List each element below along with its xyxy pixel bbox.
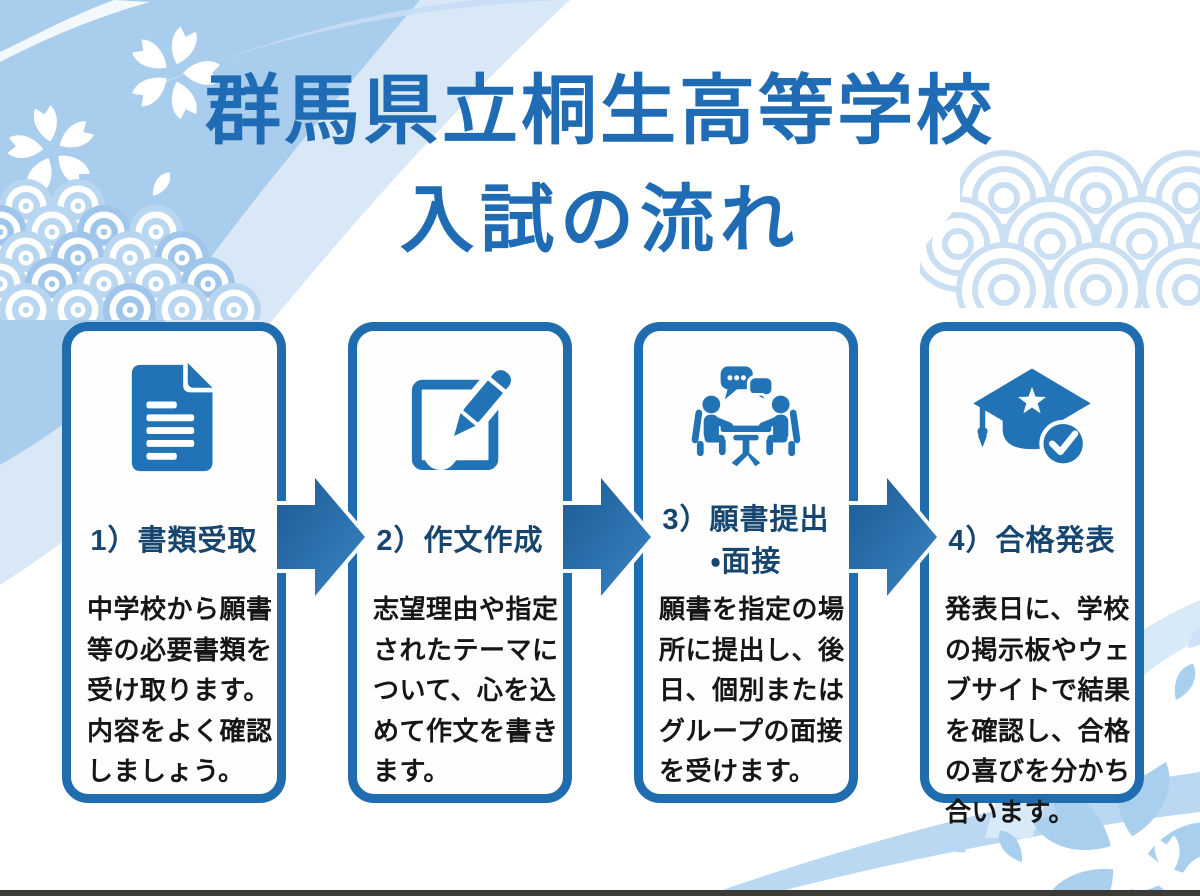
step-description: 中学校から願書等の必要書類を受け取ります。内容をよく確認しましょう。 xyxy=(87,594,273,786)
flow-arrow-icon xyxy=(563,478,651,596)
pencil-compose-icon xyxy=(357,357,563,479)
bottom-edge xyxy=(0,890,1200,896)
step-description: 発表日に、学校の掲示板やウェブサイトで結果を確認し、合格の喜びを分かち合います。 xyxy=(945,594,1131,827)
document-icon xyxy=(71,357,277,479)
page-title: 群馬県立桐生高等学校 入試の流れ xyxy=(0,58,1200,274)
graduation-cap-check-icon xyxy=(929,357,1135,479)
step-description: 志望理由や指定されたテーマについて、心を込めて作文を書きます。 xyxy=(373,594,559,786)
step-card: 2）作文作成 志望理由や指定されたテーマについて、心を込めて作文を書きます。 xyxy=(348,322,572,803)
step-title: 2）作文作成 xyxy=(376,525,544,557)
flow-arrow-icon xyxy=(849,478,937,596)
step-card: 3）願書提出・面接 願書を指定の場所に提出し、後日、個別またはグループの面接を受… xyxy=(634,322,858,803)
step-card: 4）合格発表 発表日に、学校の掲示板やウェブサイトで結果を確認し、合格の喜びを分… xyxy=(920,322,1144,827)
title-subtitle: 入試の流れ xyxy=(400,178,800,261)
interview-table-icon xyxy=(643,357,849,479)
step-card: 1）書類受取 中学校から願書等の必要書類を受け取ります。内容をよく確認しましょう… xyxy=(62,322,286,803)
step-title: 4）合格発表 xyxy=(948,525,1116,557)
title-school-name: 群馬県立桐生高等学校 xyxy=(205,69,995,154)
step-title: 3）願書提出・面接 xyxy=(662,504,830,578)
step-description: 願書を指定の場所に提出し、後日、個別またはグループの面接を受けます。 xyxy=(659,594,845,786)
step-title: 1）書類受取 xyxy=(90,525,258,557)
flow-arrow-icon xyxy=(277,478,365,596)
